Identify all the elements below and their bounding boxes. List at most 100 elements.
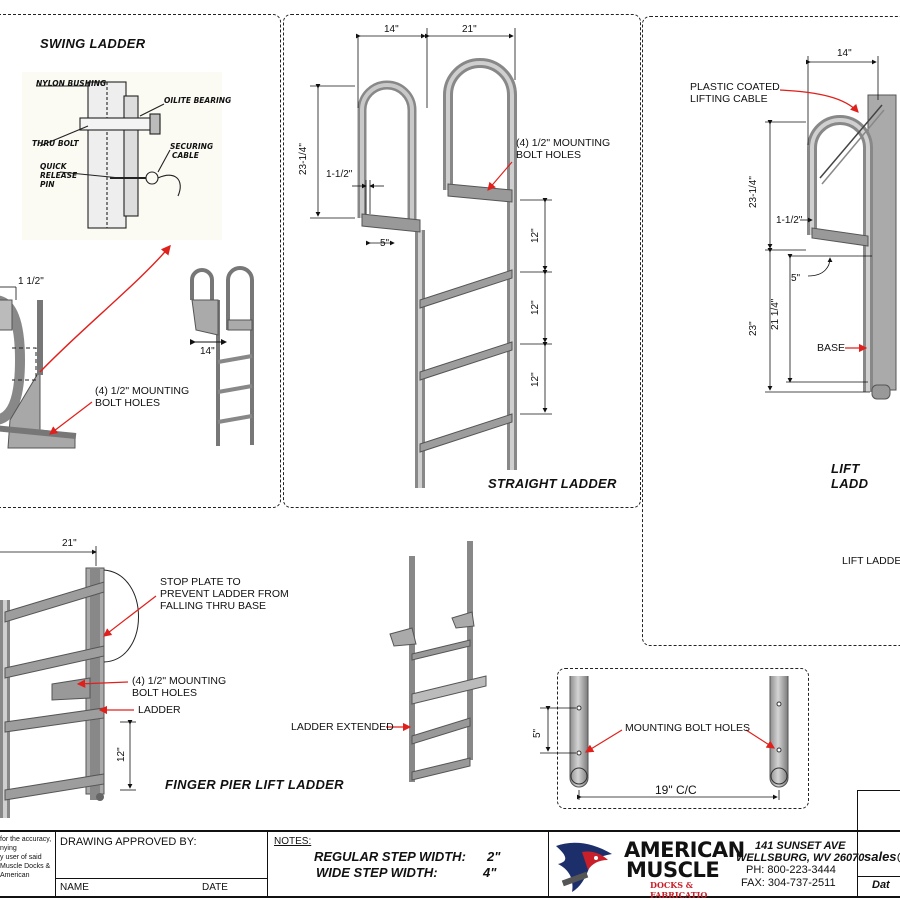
lift-dim-23: 23" <box>748 321 759 336</box>
swing-dim-14: 14" <box>200 346 215 357</box>
swing-mounting-label-1: (4) 1/2" MOUNTING <box>95 385 190 397</box>
straight-dim-21: 21" <box>462 24 477 35</box>
name-row-line <box>55 878 267 879</box>
right-box-line-top <box>857 790 900 792</box>
bolt-dim-5: 5" <box>532 728 543 738</box>
divider-1 <box>55 830 57 898</box>
bolt-arrow-left <box>584 729 623 753</box>
straight-step-1: 12" <box>530 228 541 243</box>
swing-mounting-label-2: BOLT HOLES <box>95 397 160 409</box>
finger-mounting-label-1: (4) 1/2" MOUNTING <box>132 675 227 687</box>
callout-cable: CABLE <box>172 151 199 160</box>
stop-plate-label-2: PREVENT LADDER FROM <box>160 588 289 600</box>
company-logo: AMERICAN MUSCLE DOCKS & FABRICATIO <box>552 836 745 900</box>
straight-ladder-title: STRAIGHT LADDER <box>488 476 617 491</box>
lift-dim-5: 5" <box>791 273 801 284</box>
fax-line: FAX: 304-737-2511 <box>741 877 836 889</box>
name-label: NAME <box>60 882 89 893</box>
swing-ladder-mini <box>190 266 254 446</box>
straight-step-2: 12" <box>530 300 541 315</box>
swing-bracket-partial <box>0 286 77 449</box>
finger-pier-dimensions <box>0 546 136 791</box>
bushing-sketch <box>36 81 181 229</box>
callout-release: RELEASE <box>40 171 78 180</box>
extended-ladder-drawing <box>389 541 487 782</box>
stop-plate-arrow <box>103 595 157 637</box>
disclaimer-line-5: American <box>0 872 30 879</box>
lift-dim-21: 21 1/4" <box>770 298 781 330</box>
notes-label: NOTES: <box>274 836 312 847</box>
straight-mounting-label-2: BOLT HOLES <box>516 149 581 161</box>
swing-ladder-panel <box>0 14 281 508</box>
bolt-holes-label: MOUNTING BOLT HOLES <box>625 722 751 734</box>
disclaimer-line-3: y user of said <box>0 854 42 861</box>
regular-step-label: REGULAR STEP WIDTH: <box>314 849 466 864</box>
finger-step: 12" <box>116 747 127 762</box>
logo-word-docks: DOCKS & FABRICATIO <box>650 880 708 900</box>
divider-2 <box>267 830 269 898</box>
lift-ladder-dimensions <box>765 56 879 393</box>
bolt-detail-drawing <box>569 676 789 788</box>
logo-word-muscle: MUSCLE <box>626 858 720 882</box>
divider-3 <box>548 830 550 898</box>
lift-base-label: BASE <box>817 342 846 354</box>
callout-oilite-bearing: OILITE BEARING <box>164 96 232 105</box>
finger-mounting-label-2: BOLT HOLES <box>132 687 197 699</box>
phone-line: PH: 800-223-3444 <box>746 864 836 876</box>
lift-dim-1-5: 1-1/2" <box>776 215 803 226</box>
bolt-detail-dimensions <box>540 706 780 800</box>
straight-mounting-arrow <box>487 161 513 191</box>
title-block-top-border <box>0 830 900 832</box>
regular-step-value: 2" <box>487 849 501 864</box>
logo-word-american: AMERICAN <box>624 838 745 862</box>
bolt-arrow-right <box>745 729 776 749</box>
swing-ladder-title: SWING LADDER <box>40 36 146 51</box>
address-line-1: 141 SUNSET AVE <box>755 840 846 852</box>
lift-ladder-panel <box>642 16 900 646</box>
disclaimer-line-4: Muscle Docks & <box>0 863 51 870</box>
stop-plate-label-3: FALLING THRU BASE <box>160 600 267 612</box>
callout-quick: QUICK <box>40 162 67 171</box>
finger-mounting-arrow <box>76 679 129 688</box>
right-box-line-v <box>857 790 859 898</box>
straight-step-3: 12" <box>530 372 541 387</box>
lift-dim-14: 14" <box>837 48 852 59</box>
detail-callout-arrow <box>39 244 171 373</box>
callout-nylon-bushing: NYLON BUSHING <box>36 79 107 88</box>
lift-cable-label-1: PLASTIC COATED <box>690 81 780 93</box>
bolt-detail-panel <box>557 668 809 809</box>
wide-step-value: 4" <box>483 865 497 880</box>
straight-dim-14: 14" <box>384 24 399 35</box>
finger-ladder-label: LADDER <box>138 704 181 716</box>
lift-dim-height: 23-1/4" <box>748 176 759 208</box>
title-block <box>0 830 900 900</box>
straight-ladder-dimensions <box>310 28 552 415</box>
swing-mounting-arrow <box>49 401 93 435</box>
disclaimer-line-2: nying <box>0 845 17 852</box>
cable-arrow <box>779 89 859 113</box>
address-line-2: WELLSBURG, WV 26070 <box>736 852 865 864</box>
date-label: DATE <box>202 882 228 893</box>
email-line: sales@ <box>864 849 900 864</box>
straight-dim-height: 23-1/4" <box>298 143 309 175</box>
lift-cable-label-2: LIFTING CABLE <box>690 93 768 105</box>
right-box-line-h <box>857 876 900 877</box>
approved-by-label: DRAWING APPROVED BY: <box>60 836 197 848</box>
ladder-extended-label: LADDER EXTENDED <box>291 721 394 733</box>
swing-dim-width: 1 1/2" <box>18 276 44 287</box>
callout-pin: PIN <box>40 180 55 189</box>
straight-dim-1-5: 1-1/2" <box>326 169 353 180</box>
finger-pier-drawing <box>0 567 139 818</box>
straight-ladder-panel <box>283 14 641 508</box>
disclaimer-line-1: for the accuracy, <box>0 836 52 843</box>
straight-dim-5: 5" <box>380 238 390 249</box>
date-cut-label: Dat <box>872 879 890 891</box>
lift-ladder-title: LIFT LADD <box>831 461 869 491</box>
straight-mounting-label-1: (4) 1/2" MOUNTING <box>516 137 611 149</box>
finger-pier-title: FINGER PIER LIFT LADDER <box>165 777 344 792</box>
title-block-bottom-border <box>0 896 900 898</box>
callout-thru-bolt: THRU BOLT <box>32 139 79 148</box>
callout-securing: SECURING <box>170 142 214 151</box>
